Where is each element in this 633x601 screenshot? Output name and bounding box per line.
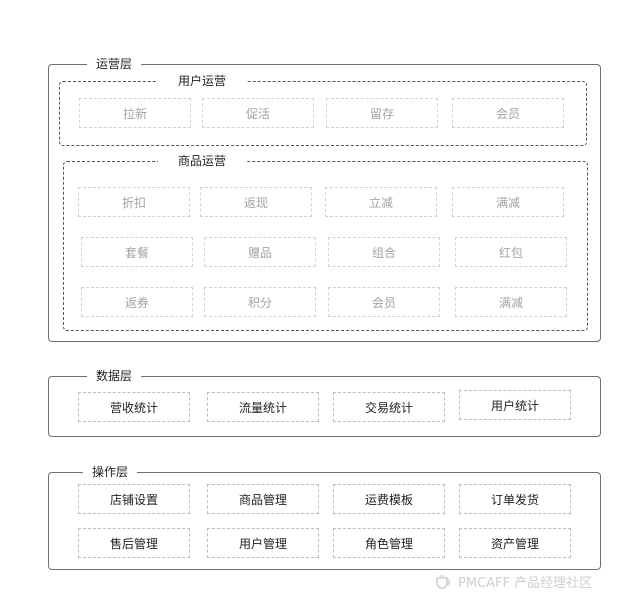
watermark-text: PMCAFF 产品经理社区 <box>458 576 593 591</box>
action-item-shipping-template: 运费模板 <box>333 484 445 514</box>
product-ops-item: 积分 <box>204 287 316 317</box>
watermark: PMCAFF 产品经理社区 <box>434 572 592 591</box>
product-ops-item: 赠品 <box>204 237 316 267</box>
operations-layer: 运营层 用户运营 拉新 促活 留存 会员 商品运营 折扣 返现 立减 满减 套餐… <box>48 56 601 342</box>
product-ops-item: 立减 <box>325 187 437 217</box>
data-item-traffic-stats: 流量统计 <box>207 392 319 422</box>
user-ops-title: 用户运营 <box>158 73 247 89</box>
data-item-revenue-stats: 营收统计 <box>78 392 190 422</box>
action-layer: 操作层 店铺设置 商品管理 运费模板 订单发货 售后管理 用户管理 角色管理 资… <box>48 464 601 570</box>
user-ops-item-retention: 留存 <box>326 98 438 128</box>
product-ops-item: 套餐 <box>81 237 193 267</box>
action-item-product-management: 商品管理 <box>207 484 319 514</box>
data-layer: 数据层 营收统计 流量统计 交易统计 用户统计 <box>48 368 601 437</box>
operations-layer-title: 运营层 <box>87 56 142 72</box>
data-item-transaction-stats: 交易统计 <box>333 392 445 422</box>
coffee-cup-logo-icon <box>434 574 454 590</box>
data-layer-title: 数据层 <box>87 368 142 384</box>
action-item-order-shipping: 订单发货 <box>459 484 571 514</box>
product-ops-group: 商品运营 折扣 返现 立减 满减 套餐 赠品 组合 红包 返券 积分 会员 满减 <box>63 153 588 331</box>
user-ops-item-membership: 会员 <box>452 98 564 128</box>
product-ops-item: 返现 <box>200 187 312 217</box>
product-ops-item: 红包 <box>455 237 567 267</box>
action-item-role-management: 角色管理 <box>333 528 445 558</box>
product-ops-item: 会员 <box>328 287 440 317</box>
product-ops-title: 商品运营 <box>158 153 247 169</box>
product-ops-item: 折扣 <box>78 187 190 217</box>
action-item-asset-management: 资产管理 <box>459 528 571 558</box>
user-ops-item-activation: 促活 <box>202 98 314 128</box>
product-ops-item: 返券 <box>81 287 193 317</box>
action-layer-title: 操作层 <box>83 464 138 480</box>
action-item-after-sales: 售后管理 <box>78 528 190 558</box>
action-item-user-management: 用户管理 <box>207 528 319 558</box>
action-item-store-settings: 店铺设置 <box>78 484 190 514</box>
product-ops-item: 满减 <box>452 187 564 217</box>
product-ops-item: 组合 <box>328 237 440 267</box>
user-ops-group: 用户运营 拉新 促活 留存 会员 <box>59 73 587 146</box>
product-ops-item: 满减 <box>455 287 567 317</box>
user-ops-item-acquisition: 拉新 <box>79 98 191 128</box>
data-item-user-stats: 用户统计 <box>459 390 571 420</box>
